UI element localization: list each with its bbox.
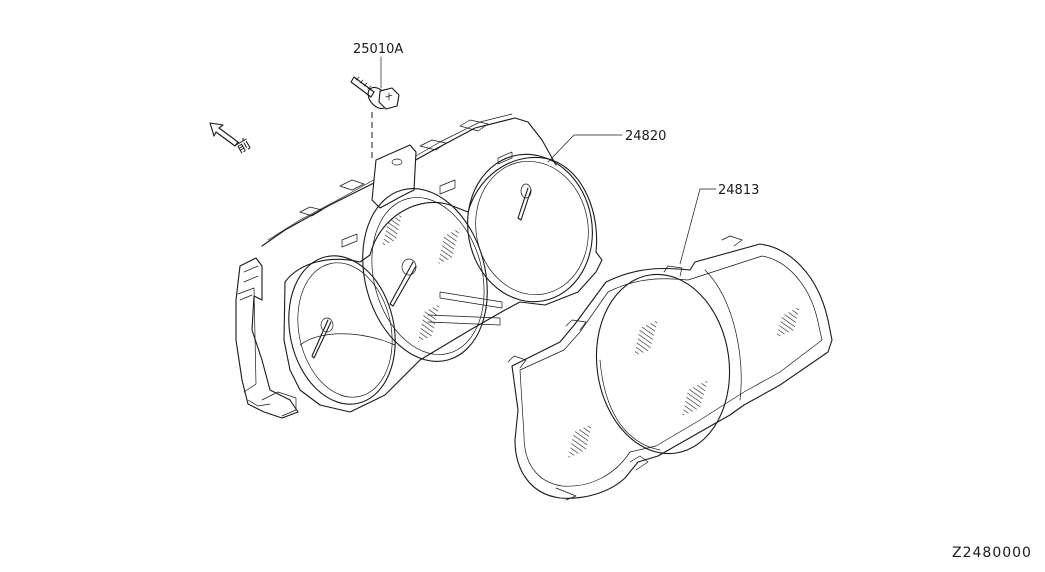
leader-cover-lens [679, 188, 717, 265]
leader-meter-assembly [547, 134, 623, 163]
front-direction-arrow-icon [209, 122, 239, 147]
screw-part [350, 76, 400, 110]
callout-screw: 25010A [353, 42, 403, 57]
diagram-code: Z2480000 [952, 545, 1032, 561]
callout-meter-assembly: 24820 [625, 129, 666, 144]
cover-lens-part [507, 235, 833, 501]
front-mark-label: 前 [233, 135, 254, 157]
callout-cover-lens: 24813 [718, 183, 759, 198]
meter-assembly-part [235, 113, 603, 419]
